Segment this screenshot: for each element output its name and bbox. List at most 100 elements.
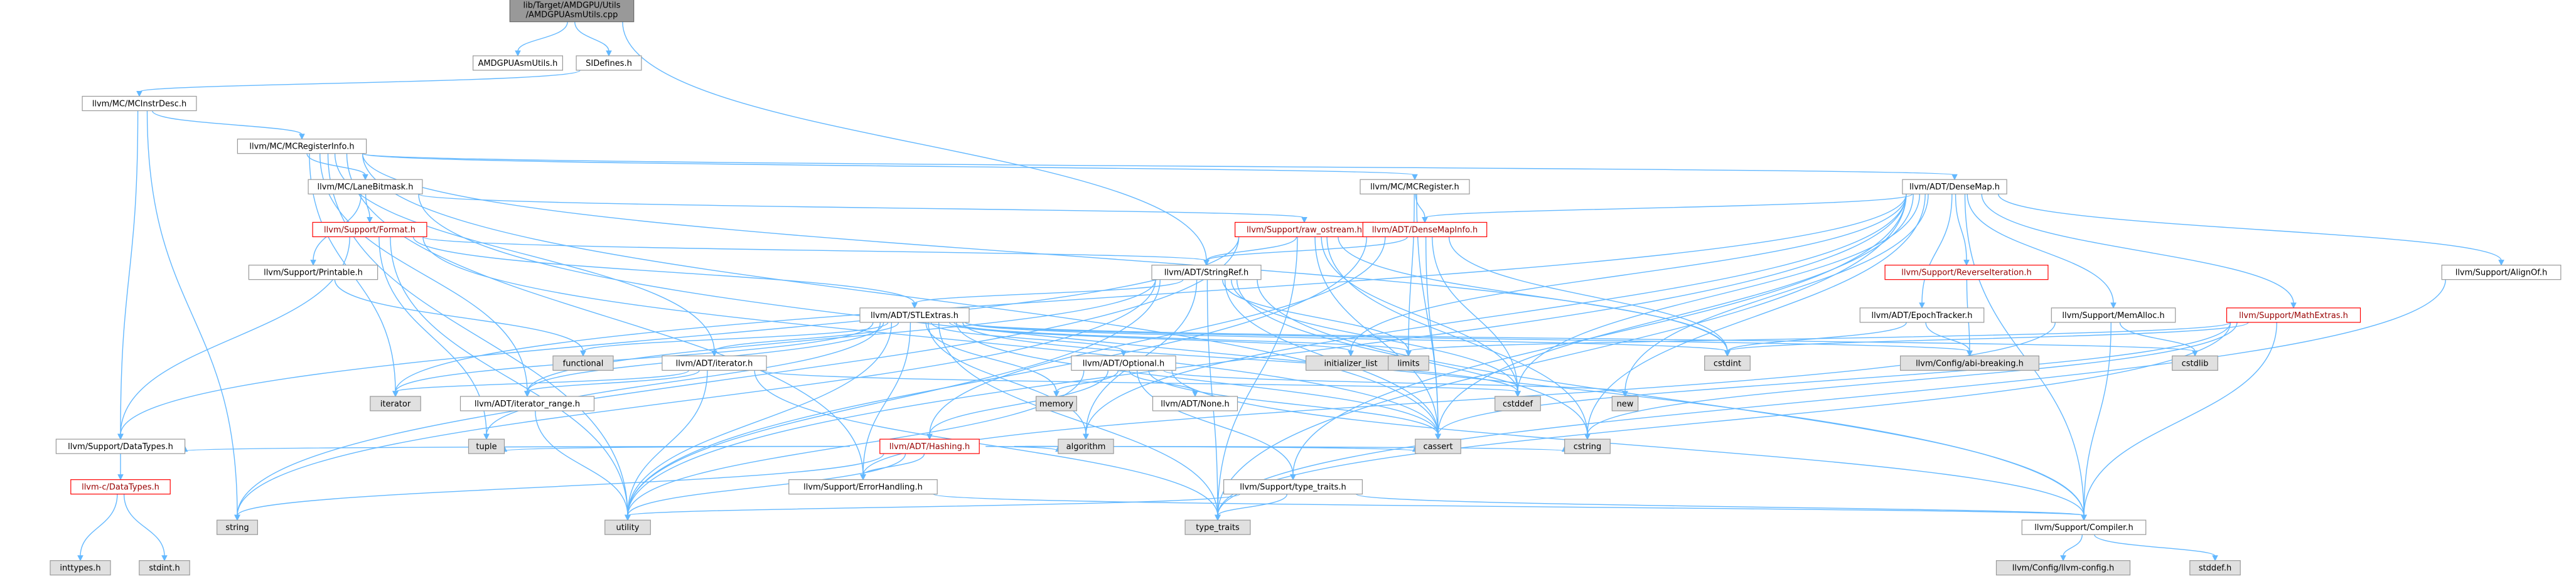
edge-arrowhead	[606, 50, 612, 57]
node-mcregisterinfo-h[interactable]: llvm/MC/MCRegisterInfo.h	[237, 139, 367, 154]
edge-line	[1981, 194, 2294, 304]
node-hashing-h[interactable]: llvm/ADT/Hashing.h	[879, 438, 980, 454]
node-epochtracker-h[interactable]: llvm/ADT/EpochTracker.h	[1859, 307, 1985, 323]
node-box	[308, 179, 423, 194]
edge-line	[1217, 194, 1907, 516]
node-root[interactable]: lib/Target/AMDGPU/Utils/AMDGPUAsmUtils.c…	[509, 0, 635, 23]
edge-line	[862, 322, 911, 475]
node-label: llvm/MC/MCInstrDesc.h	[92, 99, 187, 109]
node-errorhandling-h[interactable]: llvm/Support/ErrorHandling.h	[788, 479, 938, 495]
edge-line	[362, 153, 1955, 176]
node-box	[1611, 396, 1639, 411]
edge-stringref-h-to-limits	[1222, 279, 1412, 357]
node-raw-ostream-h[interactable]: llvm/Support/raw_ostream.h	[1234, 221, 1374, 238]
edge-line	[2063, 534, 2083, 556]
edge-iterator-h-to-iterator-range-h	[524, 370, 700, 398]
edge-mcinstrdesc-h-to-mcregisterinfo-h	[152, 110, 305, 140]
node-iterator-h[interactable]: llvm/ADT/iterator.h	[662, 355, 767, 371]
edge-arrowhead	[1515, 391, 1521, 398]
edge-line	[1338, 236, 1728, 352]
node-none-h[interactable]: llvm/ADT/None.h	[1152, 396, 1238, 411]
node-densemapinfo-h[interactable]: llvm/ADT/DenseMapInfo.h	[1362, 221, 1488, 238]
edge-iterator-h-to-utility	[625, 370, 708, 521]
edge-line	[627, 454, 906, 516]
node-cassert: cassert	[1415, 438, 1461, 454]
node-sidefines-h[interactable]: SIDefines.h	[576, 55, 642, 71]
edge-mcinstrdesc-h-to-datatypes-h	[117, 110, 139, 440]
edge-arrowhead	[1405, 350, 1412, 357]
edge-arrowhead	[136, 90, 142, 97]
edge-densemap-h-to-densemapinfo-h	[1422, 193, 1913, 223]
node-label: llvm/Support/Format.h	[324, 225, 416, 235]
edge-hashing-h-to-datatypes-h	[181, 445, 834, 452]
edge-line	[956, 322, 1439, 435]
node-label: llvm/ADT/iterator.h	[676, 359, 753, 368]
node-iterator: iterator	[370, 396, 421, 411]
node-stlextras-h[interactable]: llvm/ADT/STLExtras.h	[859, 307, 970, 323]
node-densemap-h[interactable]: llvm/ADT/DenseMap.h	[1902, 179, 2007, 194]
edge-arrowhead	[1203, 260, 1210, 266]
node-box	[1223, 479, 1363, 495]
node-box	[459, 396, 595, 411]
node-box	[1884, 265, 2049, 280]
node-datatypes-h[interactable]: llvm/Support/DataTypes.h	[55, 438, 186, 454]
node-mathextras-h[interactable]: llvm/Support/MathExtras.h	[2226, 307, 2361, 323]
node-box	[2172, 355, 2218, 371]
node-reverseiteration-h[interactable]: llvm/Support/ReverseIteration.h	[1884, 265, 2049, 280]
edge-optional-h-to-memory	[1053, 370, 1119, 398]
node-box	[472, 55, 563, 71]
edge-arrowhead	[362, 174, 368, 181]
edge-line	[985, 445, 1059, 452]
edge-stlextras-h-to-algorithm	[928, 322, 1089, 440]
edge-memalloc-h-to-cstdlib	[2119, 322, 2198, 357]
edge-densemap-h-to-mathextras-h	[1981, 194, 2297, 309]
node-tuple: tuple	[468, 438, 505, 454]
edge-arrowhead	[1083, 433, 1089, 440]
node-abi-breaking-h: llvm/Config/abi-breaking.h	[1900, 355, 2040, 371]
node-lanebitmask-h[interactable]: llvm/MC/LaneBitmask.h	[308, 179, 423, 194]
node-box	[576, 55, 642, 71]
node-label: llvm/ADT/iterator_range.h	[475, 400, 580, 409]
node-amdgpuasmutils-h[interactable]: AMDGPUAsmUtils.h	[472, 55, 563, 71]
node-printable-h[interactable]: llvm/Support/Printable.h	[248, 265, 378, 280]
edge-mcregisterinfo-h-to-mcregister-h	[362, 153, 1418, 181]
node-alignof-h[interactable]: llvm/Support/AlignOf.h	[2441, 265, 2562, 280]
edge-type-traits-h-to-utility	[625, 494, 1240, 521]
edge-line	[1408, 322, 2231, 353]
node-stddef-h: stddef.h	[2189, 560, 2241, 576]
edge-c-datatypes-h-to-stdint-h	[123, 494, 168, 561]
node-box	[70, 479, 171, 495]
node-mcinstrdesc-h[interactable]: llvm/MC/MCInstrDesc.h	[82, 95, 197, 112]
node-iterator-range-h[interactable]: llvm/ADT/iterator_range.h	[459, 396, 595, 411]
node-label: llvm/Config/llvm-config.h	[2012, 564, 2114, 573]
node-box	[604, 519, 651, 535]
edge-line	[1257, 279, 2085, 516]
edge-arrowhead	[117, 433, 124, 440]
node-optional-h[interactable]: llvm/ADT/Optional.h	[1071, 355, 1176, 371]
node-compiler-h[interactable]: llvm/Support/Compiler.h	[2021, 519, 2147, 535]
node-label: llvm/ADT/Hashing.h	[889, 442, 970, 452]
edge-line	[1350, 194, 1907, 352]
edge-line	[574, 21, 609, 52]
node-memalloc-h[interactable]: llvm/Support/MemAlloc.h	[2051, 307, 2176, 323]
node-layer: lib/Target/AMDGPU/Utils/AMDGPUAsmUtils.c…	[50, 0, 2562, 576]
node-c-datatypes-h[interactable]: llvm-c/DataTypes.h	[70, 479, 171, 495]
node-format-h[interactable]: llvm/Support/Format.h	[312, 221, 427, 238]
node-type-traits-h[interactable]: llvm/Support/type_traits.h	[1223, 479, 1363, 495]
edge-line	[1448, 236, 1728, 352]
node-stringref-h[interactable]: llvm/ADT/StringRef.h	[1151, 265, 1262, 280]
node-box	[217, 519, 259, 535]
edge-line	[237, 279, 1156, 516]
edge-format-h-to-utility	[390, 236, 631, 521]
edge-line	[1587, 322, 2238, 435]
node-box	[509, 0, 635, 23]
edge-memalloc-h-to-compiler-h	[2081, 322, 2112, 521]
edge-line	[933, 494, 2085, 516]
edge-iterator-h-to-iterator	[392, 369, 690, 398]
edge-line	[346, 153, 864, 475]
node-mcregister-h[interactable]: llvm/MC/MCRegister.h	[1360, 179, 1470, 194]
edge-line	[627, 322, 893, 516]
edge-mcregisterinfo-h-to-densemap-h	[362, 153, 1958, 181]
node-label: llvm/ADT/Optional.h	[1083, 359, 1165, 368]
